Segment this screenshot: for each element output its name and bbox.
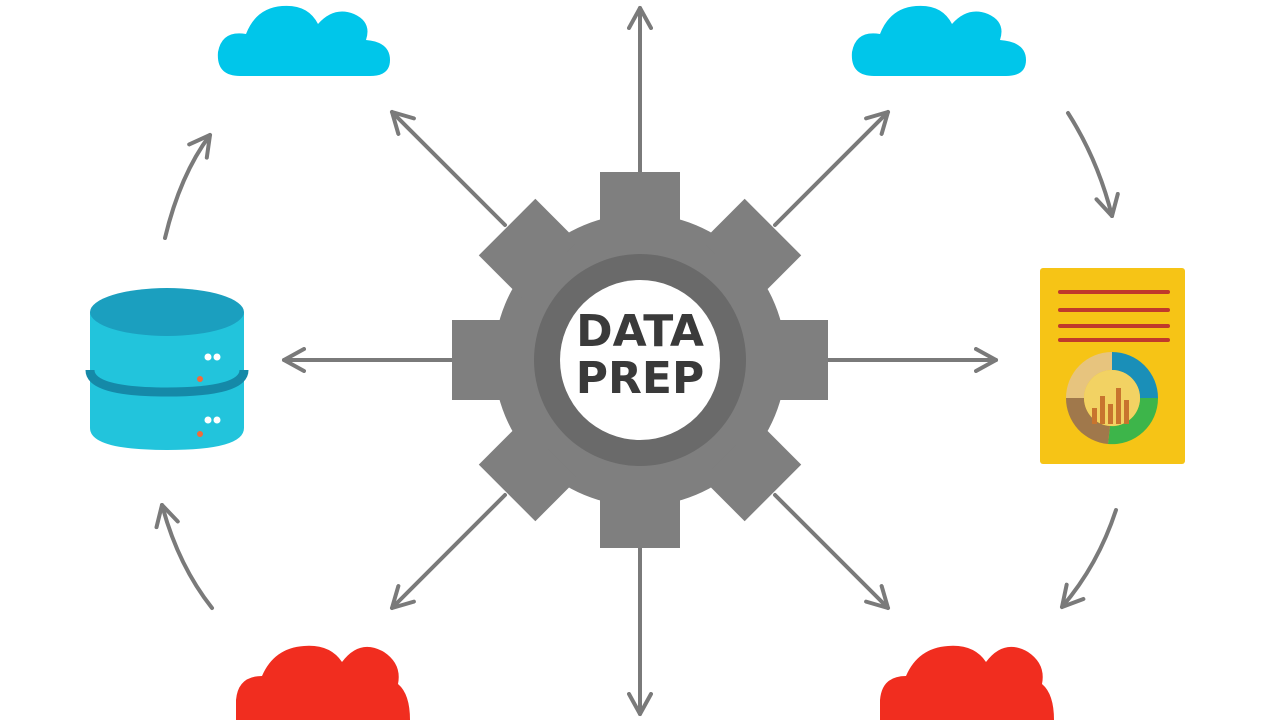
gear-center [560, 280, 720, 440]
arrow-up-left [390, 110, 507, 227]
cloud-icon [217, 5, 390, 76]
hub-label-line1: DATA [576, 306, 704, 357]
report [1040, 268, 1185, 464]
arrow-down-right [773, 493, 890, 610]
cloud-top-right [851, 5, 1026, 76]
cloud-bottom-left [236, 645, 410, 720]
report-chart-icon [1040, 268, 1185, 464]
cloud-bottom-right [880, 645, 1054, 720]
cloud-icon [236, 645, 410, 720]
database [85, 288, 249, 450]
curve-arrow-bottomleft-to-db [154, 502, 214, 610]
cloud-icon [851, 5, 1026, 76]
cloud-icon [880, 645, 1054, 720]
cycle-arrows [154, 111, 1120, 610]
curve-arrow-db-to-topleft [163, 133, 212, 240]
radial-arrows [282, 6, 998, 716]
arrow-down-left [390, 493, 507, 610]
database-icon [85, 288, 249, 450]
cloud-top-left [217, 5, 390, 76]
curve-arrow-report-to-bottomright [1060, 508, 1118, 609]
hub: DATA PREP [452, 172, 828, 548]
curve-arrow-topright-to-report [1066, 111, 1120, 218]
hub-label-line2: PREP [576, 353, 704, 404]
arrow-up-right [773, 110, 890, 227]
